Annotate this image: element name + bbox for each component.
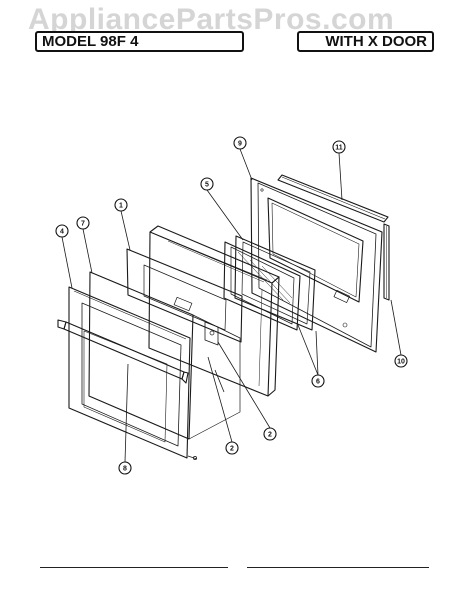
footer-line-left bbox=[40, 567, 228, 568]
callout-1: 1 bbox=[114, 198, 128, 212]
svg-text:10: 10 bbox=[397, 359, 405, 366]
callout-11: 11 bbox=[332, 140, 346, 154]
svg-text:7: 7 bbox=[81, 221, 85, 228]
callout-2-left: 2 bbox=[225, 441, 239, 455]
svg-text:8: 8 bbox=[123, 466, 127, 473]
svg-text:4: 4 bbox=[60, 229, 64, 236]
svg-text:2: 2 bbox=[268, 432, 272, 439]
side-trim-strip bbox=[383, 223, 390, 301]
model-label: MODEL 98F 4 bbox=[35, 31, 244, 52]
callout-6: 6 bbox=[311, 374, 325, 388]
callout-9: 9 bbox=[233, 136, 247, 150]
svg-text:1: 1 bbox=[119, 203, 123, 210]
outer-door-frame bbox=[57, 286, 198, 460]
glass-panel bbox=[88, 271, 241, 440]
callout-8: 8 bbox=[118, 461, 132, 475]
callout-10: 10 bbox=[394, 354, 408, 368]
svg-text:11: 11 bbox=[335, 145, 343, 152]
insulation-shield bbox=[148, 225, 280, 397]
watermark: AppliancePartsPros.com bbox=[28, 3, 395, 36]
inner-window-assembly bbox=[223, 235, 316, 331]
footer-line-right bbox=[247, 567, 429, 568]
svg-text:2: 2 bbox=[230, 446, 234, 453]
leader-lines bbox=[61, 148, 402, 463]
callout-4: 4 bbox=[55, 224, 69, 238]
svg-text:6: 6 bbox=[316, 379, 320, 386]
callout-2-right: 2 bbox=[263, 427, 277, 441]
svg-text:9: 9 bbox=[238, 141, 242, 148]
top-trim-strip bbox=[277, 174, 389, 223]
svg-text:5: 5 bbox=[205, 182, 209, 189]
callout-7: 7 bbox=[76, 216, 90, 230]
door-variant-label: WITH X DOOR bbox=[297, 31, 434, 52]
callout-5: 5 bbox=[200, 177, 214, 191]
mounting-panel bbox=[126, 248, 243, 346]
